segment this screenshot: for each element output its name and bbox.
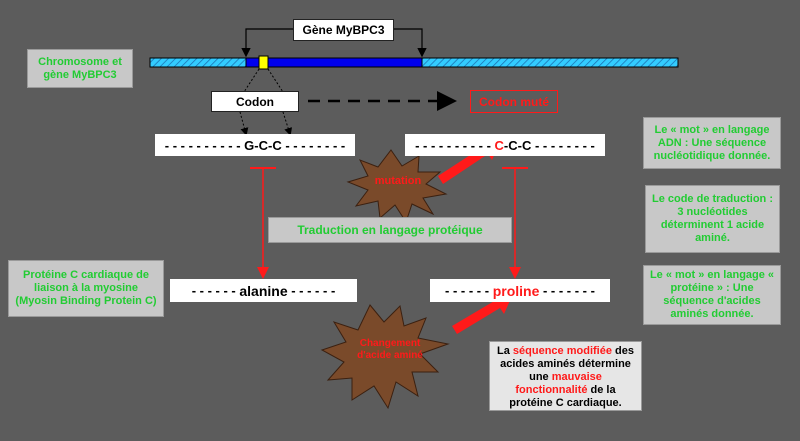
seq-dashes-left: - - - - - - - - - - [415,137,495,153]
protein-sequence-original: - - - - - - alanine - - - - - - [170,279,357,302]
amino-change-label: Changement d'acide aminé [357,338,423,361]
note-translation-code: Le code de traduction : 3 nucléotides dé… [645,185,780,253]
conclusion-highlight-bad-function: mauvaise fonctionnalité [515,371,602,396]
conclusion-text-2: des acides aminés détermine une [500,345,634,383]
protein-note: Protéine C cardiaque de liaison à la myo… [8,260,164,317]
amino-change-red-arrow [452,294,512,334]
mutated-nucleotide: C [494,137,504,153]
protein-note-text: Protéine C cardiaque de liaison à la myo… [15,269,157,307]
aa-dashes-right: - - - - - - [287,283,336,298]
seq-dashes-left: - - - - - - - - - - [164,137,245,153]
chromosome-bar-left [149,57,247,68]
seq-dashes-right: - - - - - - - - [281,137,346,153]
amino-change-star [320,304,450,410]
codon-box: Codon [211,91,299,112]
aa-dashes-right: - - - - - - - [539,283,595,298]
codon-gcc: G-C-C [244,137,282,153]
note-protein-word-text: Le « mot » en langage « protéine » : Une… [649,269,775,320]
mutated-codon-label: Codon muté [479,94,549,109]
conclusion-box: La séquence modifiée des acides aminés d… [489,341,642,411]
seq-dashes-right: - - - - - - - - [531,137,595,153]
codon-label: Codon [236,94,274,109]
translation-label: Traduction en langage protéique [297,223,483,237]
codon-zoom-line-right [267,68,284,93]
note-translation-code-text: Le code de traduction : 3 nucléotides dé… [651,193,773,244]
codon-to-seq-line-right [282,111,292,136]
protein-sequence-mutated: - - - - - - proline - - - - - - - [430,279,610,302]
dna-sequence-original: - - - - - - - - - - G-C-C - - - - - - - … [155,134,355,156]
codon-to-seq-line-left [239,111,249,136]
chromosome-gene-segment [245,57,423,68]
codon-marker [258,55,269,70]
amino-acid-proline: proline [492,282,540,299]
chromosome-note: Chromosome et gène MyBPC3 [27,49,133,88]
chromosome-label: Chromosome et gène MyBPC3 [38,55,122,81]
gene-label-box: Gène MyBPC3 [293,19,394,41]
aa-dashes-left: - - - - - - [445,283,493,298]
conclusion-highlight-modified-sequence: séquence modifiée [512,345,612,357]
dna-sequence-mutated: - - - - - - - - - - C-C-C - - - - - - - … [405,134,605,156]
translation-label-box: Traduction en langage protéique [268,217,512,243]
codon-rest: -C-C [503,137,532,153]
mutation-label: mutation [374,175,422,187]
gene-bracket-left [241,28,294,58]
aa-dashes-left: - - - - - - [191,283,240,298]
note-protein-word: Le « mot » en langage « protéine » : Une… [643,265,781,325]
chromosome-bar-right [421,57,679,68]
amino-acid-alanine: alanine [239,282,288,299]
gene-bracket-right [394,28,427,58]
gene-label: Gène MyBPC3 [302,23,385,37]
conclusion-text-1: La [497,345,513,357]
mutated-codon-box: Codon muté [470,90,558,113]
conclusion-text-3: de la protéine C cardiaque. [509,384,622,409]
note-dna-word-text: Le « mot » en langage ADN : Une séquence… [653,123,771,162]
codon-zoom-line-left [243,68,260,93]
note-dna-word: Le « mot » en langage ADN : Une séquence… [643,117,781,169]
